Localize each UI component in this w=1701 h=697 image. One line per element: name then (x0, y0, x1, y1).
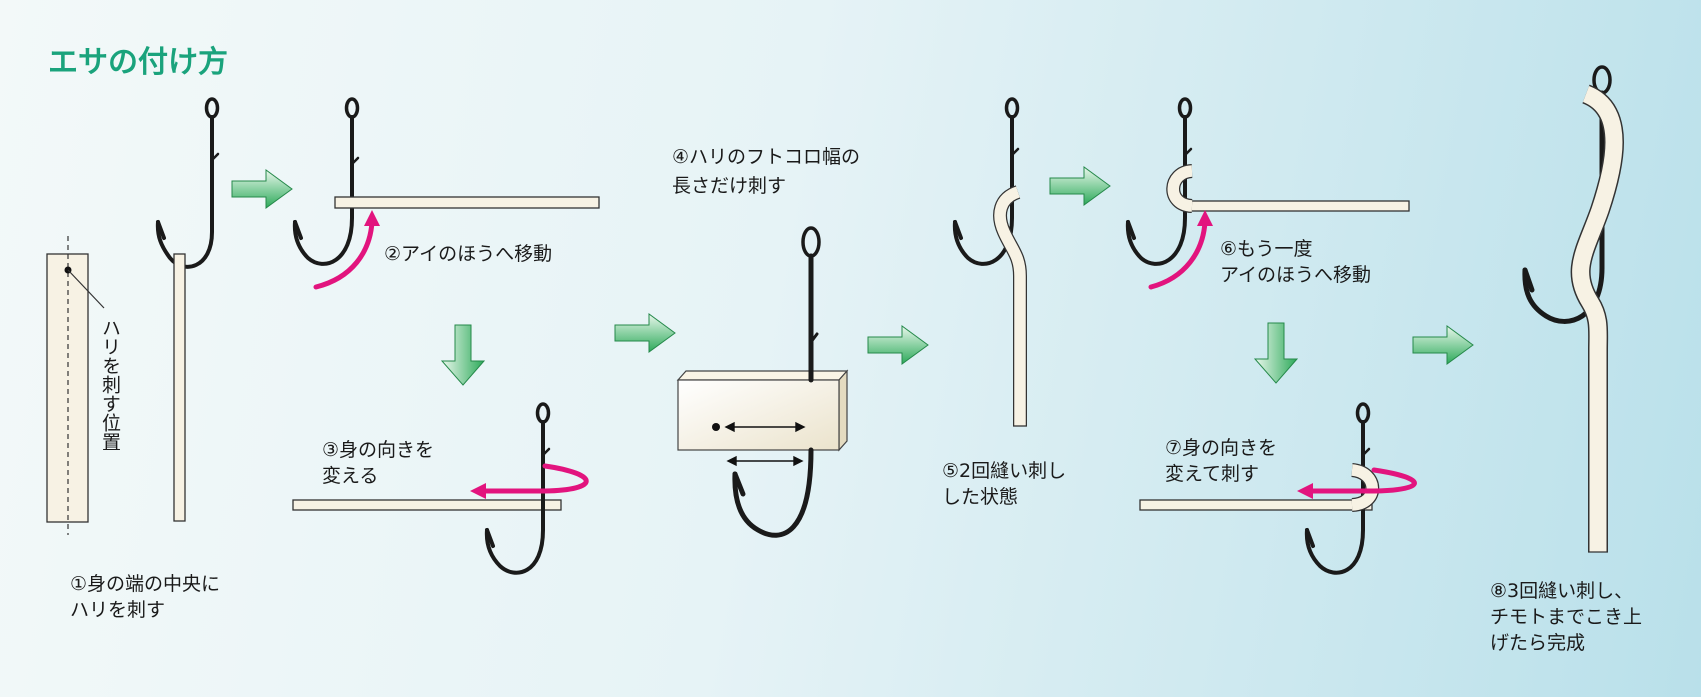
turn-arrow-head (1297, 483, 1313, 499)
hook (1125, 97, 1193, 266)
flow-arrow-down (1253, 322, 1299, 384)
page-title: エサの付け方 (48, 45, 228, 80)
hook-eye (204, 97, 220, 119)
bait-block-top (676, 370, 849, 381)
hook-eye (344, 97, 360, 119)
step-3-figure (292, 402, 589, 575)
leader-line (67, 269, 105, 309)
bait-strip-horizontal (1187, 200, 1410, 212)
step-2-label: ②アイのほうへ移動 (384, 243, 552, 265)
flow-arrow-right (1412, 325, 1474, 365)
hook (155, 97, 220, 269)
step-6-figure (1125, 97, 1410, 290)
bait-strip (46, 253, 89, 523)
step-1-figure: ハリを刺す位置 (46, 97, 220, 535)
step-7-figure (1139, 402, 1417, 575)
flow-arrow-right (231, 169, 293, 209)
hook (292, 97, 360, 266)
step-1-label: ①身の端の中央に ハリを刺す (70, 573, 226, 621)
step-8-figure (1522, 65, 1624, 553)
turn-arrow (1307, 467, 1417, 494)
step-5-figure (952, 97, 1027, 427)
step-8-label: ⑧3回縫い刺し、 チモトまでこき上 げたら完成 (1490, 580, 1648, 654)
step-4-figure (676, 226, 849, 538)
turn-arrow (480, 463, 589, 494)
pierce-point-label: ハリを刺す位置 (99, 318, 121, 451)
flow-arrow-right (867, 325, 929, 365)
bait-strip-horizontal (1139, 499, 1373, 511)
bait-block-front (677, 379, 840, 451)
entry-dot (712, 423, 720, 431)
move-arrow-head (364, 210, 380, 226)
step-4-label: ④ハリのフトコロ幅の 長さだけ刺す (672, 146, 866, 197)
bait-block-side (838, 369, 848, 452)
flow-arrow-down (440, 324, 486, 386)
step-6-label: ⑥もう一度 アイのほうへ移動 (1220, 238, 1371, 286)
move-arrow (313, 219, 375, 290)
hook-eye (1004, 97, 1020, 119)
hook-eye (535, 402, 551, 424)
flow-arrow-right (1049, 166, 1111, 206)
hook-eye (1177, 97, 1193, 119)
step-3-label: ③身の向きを 変える (322, 439, 440, 487)
bait-strip-horizontal (334, 196, 600, 209)
hook-eye (801, 226, 821, 258)
hook (1304, 402, 1371, 575)
step-7-label: ⑦身の向きを 変えて刺す (1165, 437, 1283, 485)
hook (732, 226, 821, 538)
move-arrow-head (1197, 210, 1213, 226)
hook (1522, 65, 1612, 324)
hook (484, 402, 551, 575)
step-5-label: ⑤2回縫い刺し した状態 (942, 460, 1072, 508)
width-measure-bottom (726, 455, 804, 467)
width-measure-top (724, 421, 806, 433)
flow-arrow-right (614, 313, 676, 353)
turn-arrow-head (470, 483, 486, 499)
hook-eye (1355, 402, 1371, 424)
bait-strip-horizontal (292, 499, 562, 511)
step-2-figure (292, 97, 600, 290)
bait-strip-on-hook (173, 253, 186, 522)
move-arrow (1148, 219, 1208, 290)
